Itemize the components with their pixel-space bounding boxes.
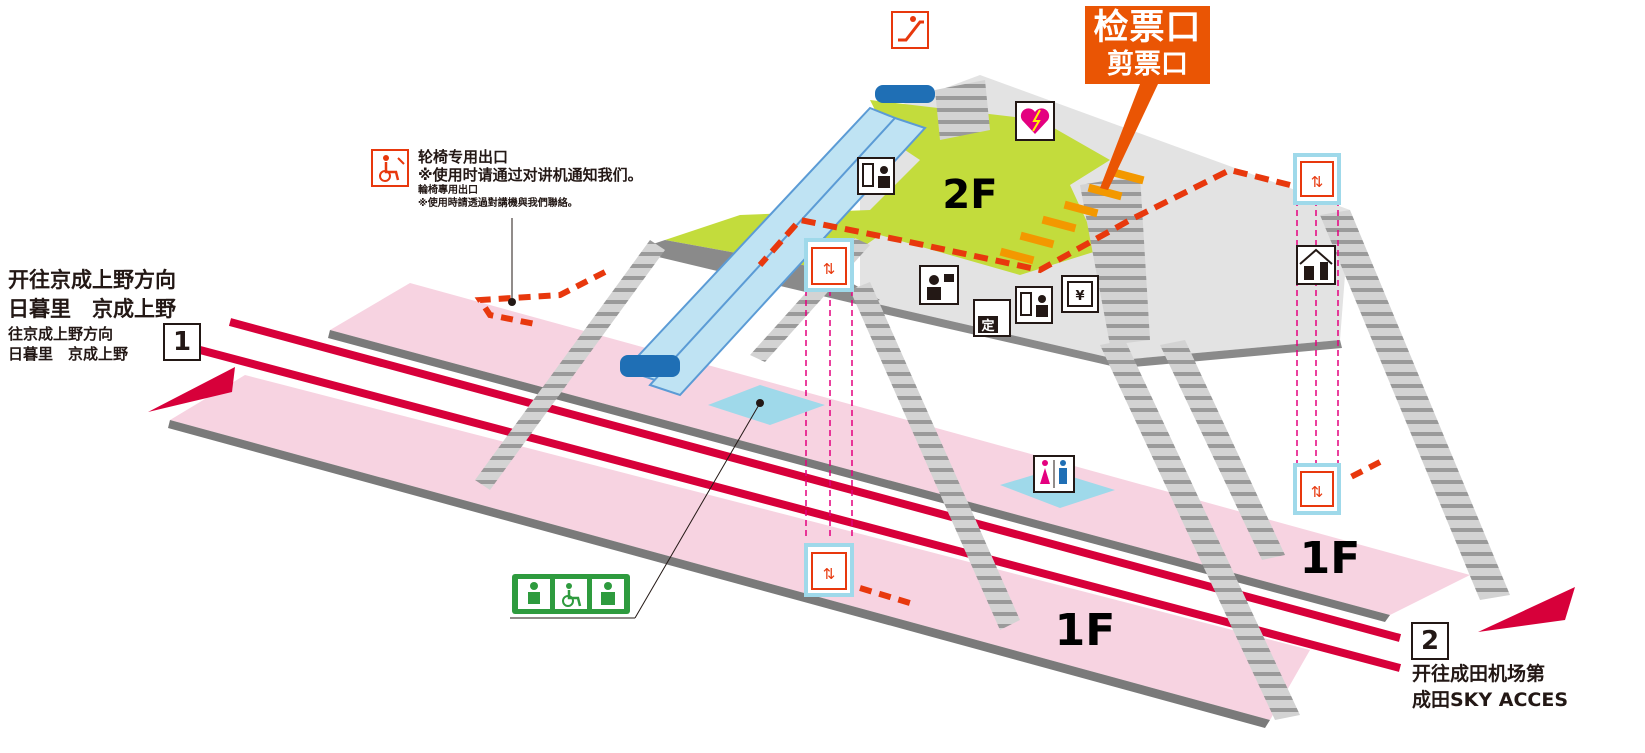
elevator-icon: ⇅ <box>804 543 854 597</box>
wheelchair-exit-zh-note: ※使用时请通过对讲机通知我们。 <box>418 166 643 184</box>
svg-text:⇅: ⇅ <box>823 260 836 278</box>
station-office-icon <box>919 265 959 305</box>
wheelchair-exit-icon <box>371 149 409 187</box>
ticket-gate-zh: 检票口 <box>1093 8 1202 48</box>
wheelchair-exit-note: 轮椅专用出口 ※使用时请通过对讲机通知我们。 輪椅專用出口 ※使用時請透過對講機… <box>418 148 643 210</box>
track-2 <box>198 346 1402 672</box>
floor-label-1f-right: 1F <box>1300 533 1361 584</box>
ticket-gates <box>999 167 1145 265</box>
escalator <box>620 85 935 397</box>
wheelchair-exit-zh-title: 轮椅专用出口 <box>418 148 509 166</box>
platform-left <box>168 375 1310 728</box>
arrow-left <box>148 367 235 412</box>
commuter-pass-icon <box>973 299 1011 337</box>
wheelchair-exit-tw-note: ※使用時請透過對講機與我們聯絡。 <box>418 198 578 209</box>
elevator-icon: ⇅ <box>804 238 854 292</box>
gate-pointer <box>1100 84 1158 190</box>
arrow-right <box>1478 587 1575 632</box>
ostomate-icon <box>601 582 615 605</box>
ticket-gate-label: 检票口 剪票口 <box>1085 6 1210 84</box>
elevator-shafts <box>805 200 1339 540</box>
svg-text:⇅: ⇅ <box>1311 483 1324 501</box>
floor-label-2f: 2F <box>942 172 997 218</box>
toilet-icon <box>1033 455 1075 493</box>
svg-text:⇅: ⇅ <box>1311 173 1324 191</box>
direction-1-zh-line2: 日暮里 京成上野 <box>8 297 176 321</box>
atm-icon <box>1061 275 1099 313</box>
direction-2-line2: 成田SKY ACCES <box>1412 689 1569 711</box>
direction-2-line1: 开往成田机场第 <box>1412 663 1546 685</box>
svg-text:⇅: ⇅ <box>823 565 836 583</box>
escalator-icon <box>891 11 929 49</box>
track-number-1: 1 <box>163 323 201 361</box>
multipurpose-area <box>708 385 825 425</box>
atm-label: ¥ <box>1075 289 1084 304</box>
aed-icon <box>1015 101 1055 141</box>
baby-care-icon <box>528 582 540 604</box>
floor-label-1f-left: 1F <box>1055 605 1116 656</box>
platform-middle <box>328 283 1470 622</box>
direction-1-zh-line1: 开往京成上野方向 <box>8 268 176 292</box>
wheelchair-route-left <box>474 269 607 328</box>
direction-1-tw-line2: 日暮里 京成上野 <box>8 345 129 363</box>
ticket-machine-icon <box>857 157 895 195</box>
wheelchair-exit-tw-title: 輪椅專用出口 <box>418 185 478 196</box>
elevator-icon: ⇅ <box>1293 463 1341 515</box>
wheelchair-route-right <box>1343 459 1382 483</box>
track-number-2: 2 <box>1411 622 1449 660</box>
ticket-gate-tw: 剪票口 <box>1107 49 1188 80</box>
track-1 <box>228 318 1402 642</box>
wheelchair-route <box>757 166 1291 274</box>
stairs <box>475 80 1510 720</box>
commuter-pass-label: 定 <box>980 318 994 334</box>
vending-machine-icon <box>1296 245 1336 285</box>
direction-1-tw-line1: 往京成上野方向 <box>8 325 114 343</box>
ticket-machine-icon <box>1015 286 1053 324</box>
wheelchair-icon <box>562 583 582 607</box>
wheelchair-route-lower <box>859 585 911 606</box>
elevator-icon: ⇅ <box>1293 153 1341 205</box>
